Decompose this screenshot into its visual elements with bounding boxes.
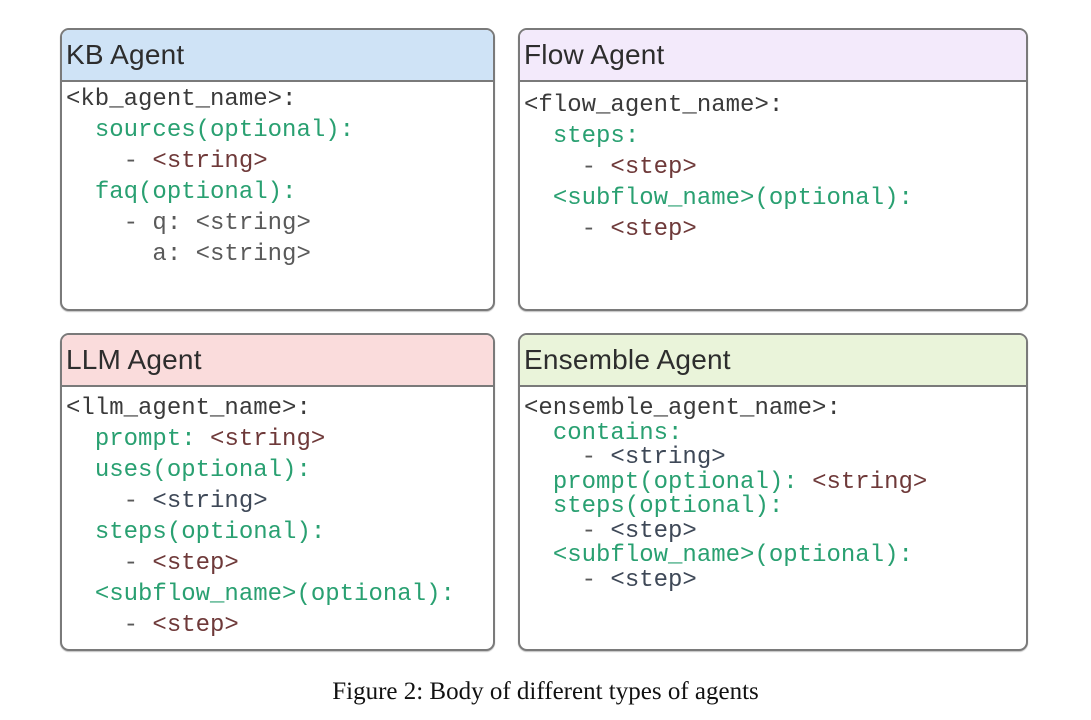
code-line: - <step> <box>581 216 697 243</box>
llm-agent-code: <llm_agent_name>: prompt: <string> uses(… <box>62 387 493 641</box>
code-line: - <string> <box>581 444 726 471</box>
kb-agent-header: KB Agent <box>62 30 493 82</box>
code-line: prompt(optional): <string> <box>552 468 928 496</box>
code-line: - q: <string> <box>123 210 311 237</box>
flow-agent-panel: Flow Agent <flow_agent_name>: steps: - <… <box>518 28 1028 311</box>
llm-agent-title: LLM Agent <box>66 344 202 375</box>
ensemble-agent-title: Ensemble Agent <box>524 344 731 375</box>
code-line: <flow_agent_name>: <box>524 92 784 119</box>
code-line: steps(optional): <box>552 493 784 520</box>
code-line: <subflow_name>(optional): <box>552 542 913 569</box>
code-line: <subflow_name>(optional): <box>552 185 913 212</box>
flow-agent-title: Flow Agent <box>524 39 665 70</box>
code-line: <llm_agent_name>: <box>66 395 311 422</box>
code-line: <ensemble_agent_name>: <box>524 395 841 422</box>
flow-agent-header: Flow Agent <box>520 30 1026 82</box>
code-line: - <step> <box>581 517 697 545</box>
code-line: - <step> <box>123 612 239 639</box>
ensemble-agent-code: <ensemble_agent_name>: contains: - <stri… <box>520 387 1026 593</box>
code-line: uses(optional): <box>94 457 311 484</box>
ensemble-agent-header: Ensemble Agent <box>520 335 1026 387</box>
kb-agent-panel: KB Agent <kb_agent_name>: sources(option… <box>60 28 495 311</box>
code-line: - <step> <box>581 154 697 181</box>
code-line: - <string> <box>123 488 268 515</box>
kb-agent-code: <kb_agent_name>: sources(optional): - <s… <box>62 82 493 270</box>
code-line: sources(optional): <box>94 117 355 144</box>
flow-agent-code: <flow_agent_name>: steps: - <step> <subf… <box>520 82 1026 245</box>
code-line: <subflow_name>(optional): <box>94 581 455 608</box>
code-line: - <string> <box>123 148 268 175</box>
code-line: - <step> <box>123 550 239 577</box>
figure-caption: Figure 2: Body of different types of age… <box>332 678 759 705</box>
code-line: prompt: <string> <box>94 426 326 453</box>
kb-agent-title: KB Agent <box>66 39 185 70</box>
code-line: a: <string> <box>152 241 311 268</box>
llm-agent-panel: LLM Agent <llm_agent_name>: prompt: <str… <box>60 333 495 651</box>
code-line: <kb_agent_name>: <box>66 86 297 113</box>
code-line: faq(optional): <box>94 179 297 206</box>
code-line: - <step> <box>581 566 697 594</box>
code-line: contains: <box>552 419 683 447</box>
ensemble-agent-panel: Ensemble Agent <ensemble_agent_name>: co… <box>518 333 1028 651</box>
code-line: steps: <box>552 123 640 150</box>
code-line: steps(optional): <box>94 519 326 546</box>
llm-agent-header: LLM Agent <box>62 335 493 387</box>
